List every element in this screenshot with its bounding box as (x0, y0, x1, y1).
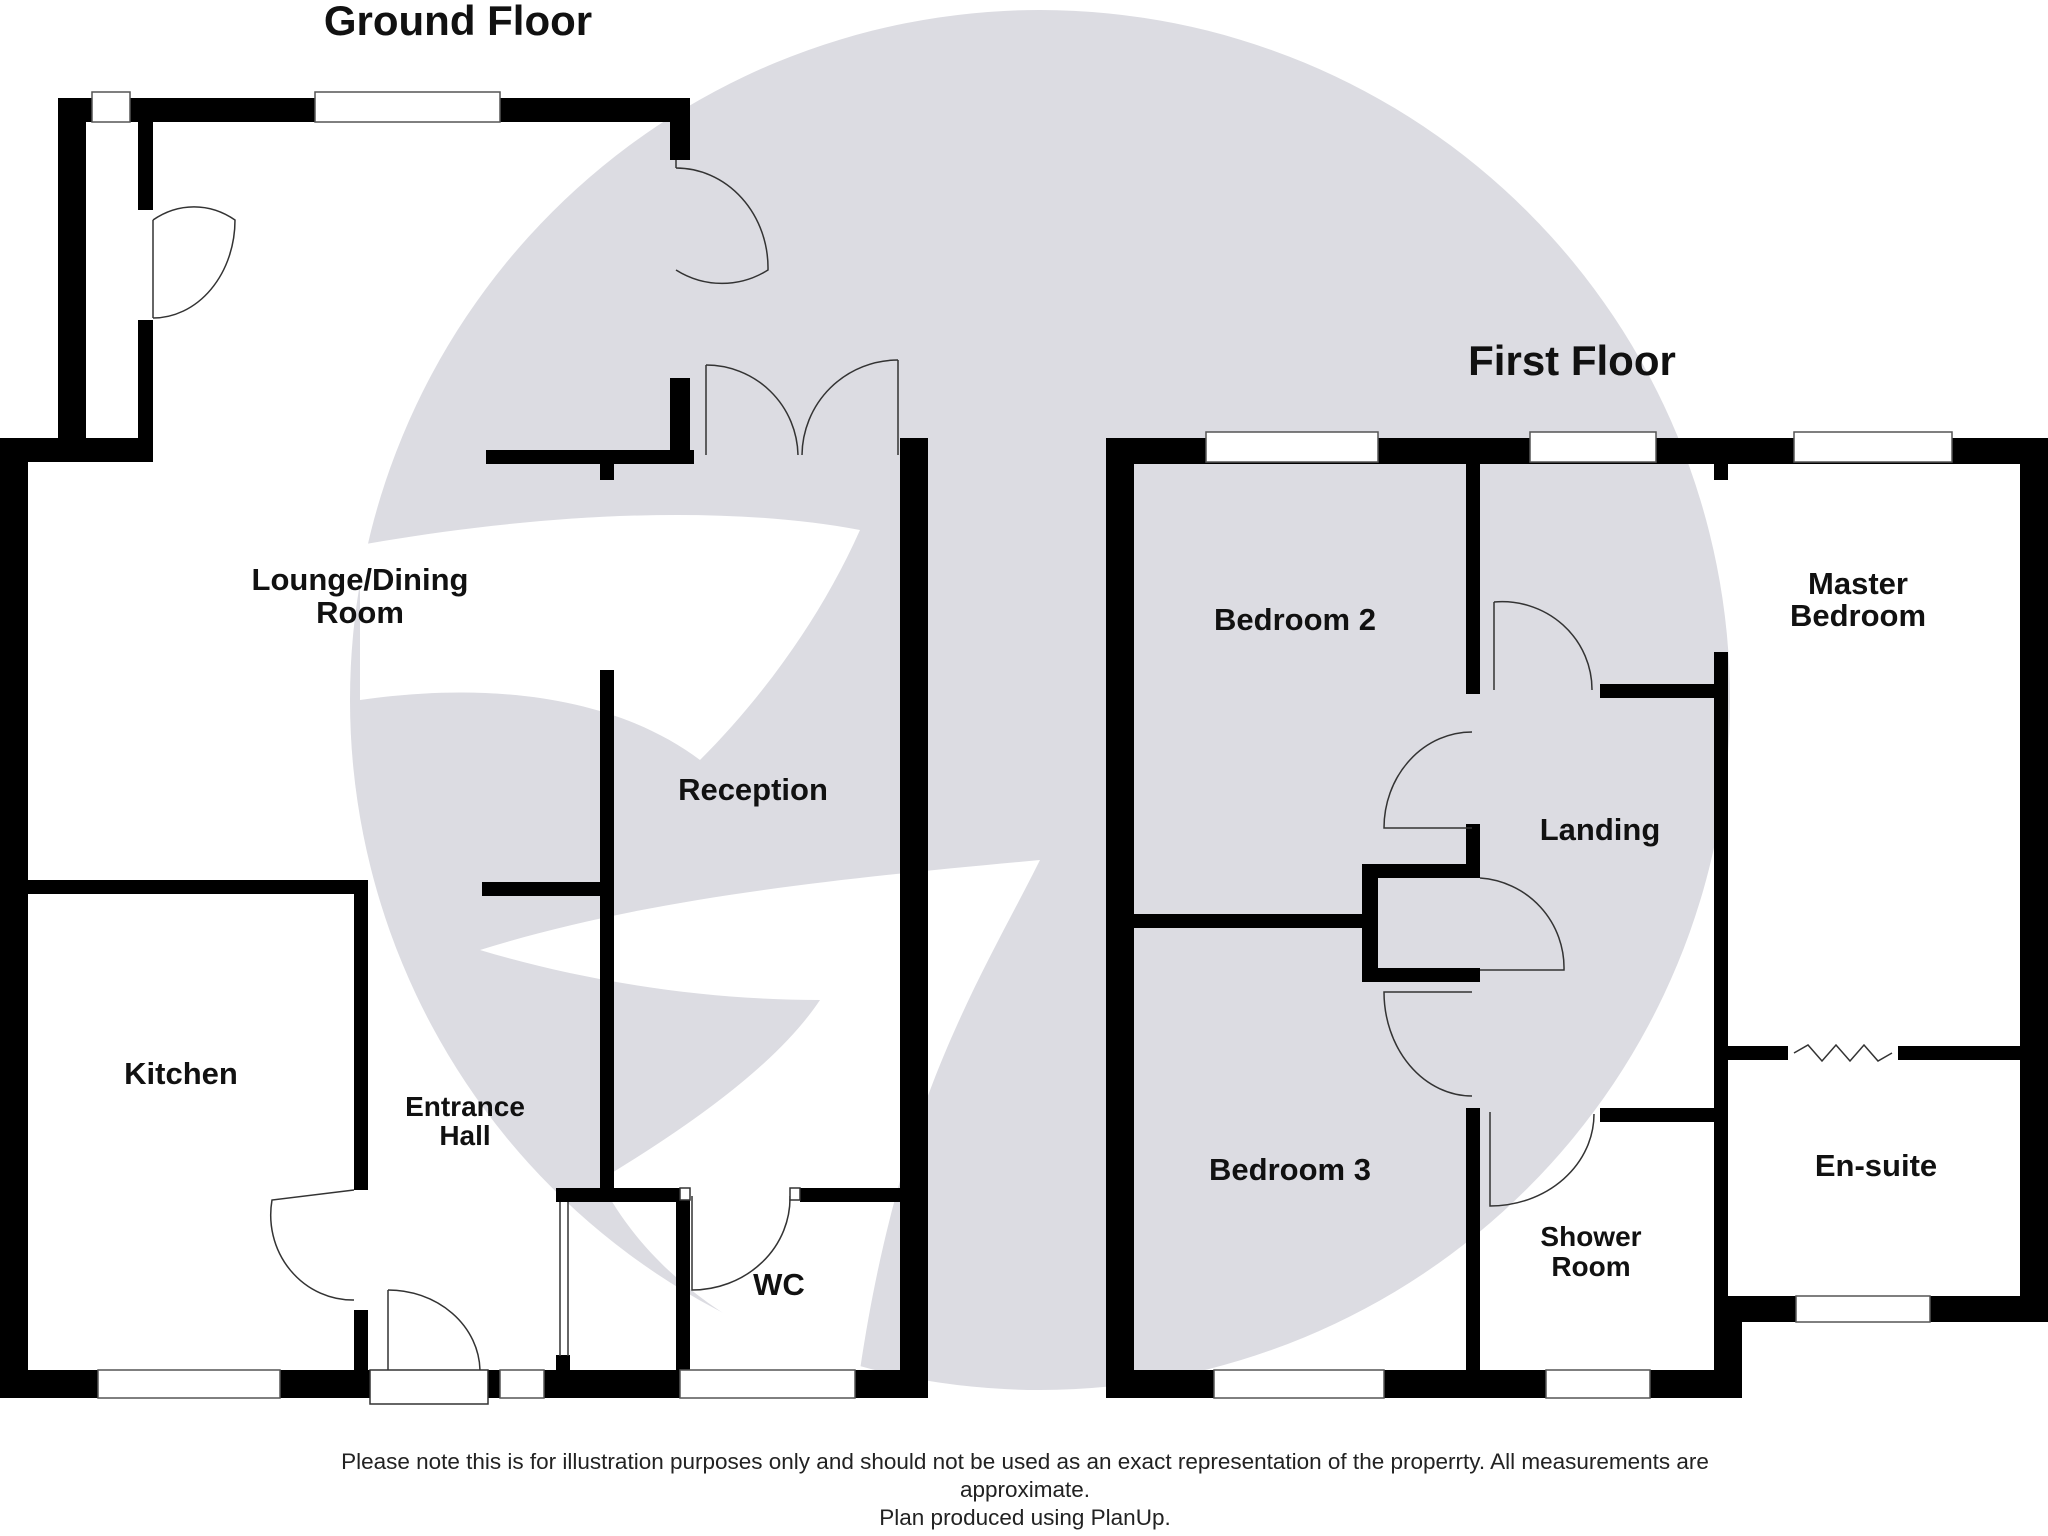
first-floor-doors (1383, 600, 1893, 1207)
first-floor-room-labels: Bedroom 2 Master Bedroom Landing Bedroom… (1209, 566, 1937, 1282)
room-label-bedroom-3: Bedroom 3 (1209, 1152, 1371, 1187)
room-label-landing: Landing (1540, 812, 1661, 847)
ground-floor-title: Ground Floor (324, 0, 592, 44)
room-label-entrance-hall: Entrance (405, 1091, 525, 1122)
ground-floor-doors (152, 160, 899, 1405)
room-label-kitchen: Kitchen (124, 1056, 238, 1091)
disclaimer-line-3: Plan produced using PlanUp. (879, 1505, 1171, 1530)
room-label-en-suite: En-suite (1815, 1148, 1937, 1183)
first-floor-windows (1205, 431, 1953, 1399)
room-label-master-bedroom: Master (1808, 566, 1908, 601)
ground-floor-windows (91, 91, 856, 1399)
room-label-master-bedroom-2: Bedroom (1790, 598, 1926, 633)
room-label-lounge-dining: Lounge/Dining (252, 562, 469, 597)
first-floor-title: First Floor (1468, 337, 1676, 384)
room-label-entrance-hall-2: Hall (439, 1120, 490, 1151)
disclaimer-line-2: approximate. (959, 1477, 1091, 1502)
disclaimer-line-1: Please note this is for illustration pur… (341, 1449, 1709, 1474)
room-label-wc: WC (753, 1267, 805, 1302)
room-label-bedroom-2: Bedroom 2 (1214, 602, 1376, 637)
room-label-lounge-dining-2: Room (316, 595, 404, 630)
room-label-shower-room: Shower (1540, 1221, 1641, 1252)
ground-floor-room-labels: Lounge/Dining Room Reception Kitchen Ent… (124, 562, 828, 1302)
disclaimer: Please note this is for illustration pur… (200, 1448, 1850, 1532)
room-label-reception: Reception (678, 772, 828, 807)
watermark-logo (350, 10, 1730, 1390)
room-label-shower-room-2: Room (1551, 1251, 1630, 1282)
